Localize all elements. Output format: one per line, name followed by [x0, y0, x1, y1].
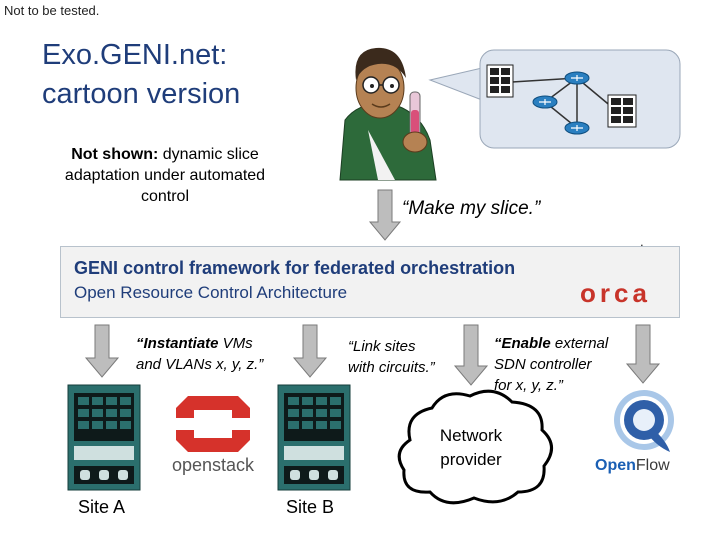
openflow-label: OpenFlow [595, 457, 670, 475]
instantiate-rest: VMs [218, 335, 253, 352]
enable-bold: “Enable [494, 335, 551, 352]
link-line-1: “Link sites [348, 338, 416, 355]
arrow-down-icon [84, 324, 120, 378]
openstack-logo-icon [176, 396, 250, 452]
router-icon [532, 95, 558, 109]
orca-logo-text: orca [580, 278, 651, 308]
openstack-logo-text: openstack [172, 455, 255, 475]
link-line-2: with circuits.” [348, 359, 435, 376]
make-my-slice-quote: “Make my slice.” [402, 198, 541, 219]
arrow-down-icon [625, 324, 661, 384]
title-line-2: cartoon version [42, 78, 241, 110]
router-icon [564, 121, 590, 135]
enable-line-3: for x, y, z.” [494, 377, 563, 394]
arrow-down-icon [368, 189, 402, 241]
router-icon [564, 71, 590, 85]
link-sites-quote: “Link sites with circuits.” [348, 336, 435, 378]
site-b-rack-icon [277, 384, 351, 491]
bubble-rack-right-icon [607, 94, 637, 128]
arrow-down-icon [292, 324, 328, 378]
enable-rest: external [550, 335, 609, 352]
site-a-label: Site A [78, 497, 126, 517]
instantiate-quote: “Instantiate VMs and VLANs x, y, z.” [136, 333, 263, 375]
network-provider-label: Network provider [439, 426, 503, 469]
instantiate-bold: “Instantiate [136, 335, 219, 352]
openflow-flow: Flow [635, 457, 670, 474]
openflow-open: Open [595, 457, 636, 474]
page-title: Exo.GENI.net: cartoon version [42, 36, 240, 114]
control-framework-box [60, 246, 680, 318]
not-shown-label: Not shown: [71, 146, 159, 163]
enable-sdn-quote: “Enable external SDN controller for x, y… [494, 333, 608, 396]
arrow-down-icon [453, 324, 489, 386]
framework-line-1: GENI control framework for federated orc… [74, 258, 516, 278]
title-line-1: Exo.GENI.net: [42, 39, 228, 71]
not-shown-note: Not shown: dynamic slice adaptation unde… [60, 144, 270, 207]
cartoon-scientist-icon [339, 47, 437, 181]
framework-line-2: Open Resource Control Architecture [74, 283, 348, 302]
network-provider-cloud-icon [397, 389, 553, 505]
bubble-rack-left-icon [486, 64, 514, 98]
speech-bubble [428, 49, 681, 149]
site-a-rack-icon [67, 384, 141, 491]
site-b-label: Site B [286, 497, 335, 517]
openflow-logo-icon [614, 390, 674, 452]
instantiate-line-2: and VLANs x, y, z.” [136, 356, 264, 373]
not-shown-text: dynamic slice adaptation under automated… [64, 146, 266, 205]
enable-line-2: SDN controller [494, 356, 592, 373]
disclaimer-note: Not to be tested. [4, 3, 100, 18]
